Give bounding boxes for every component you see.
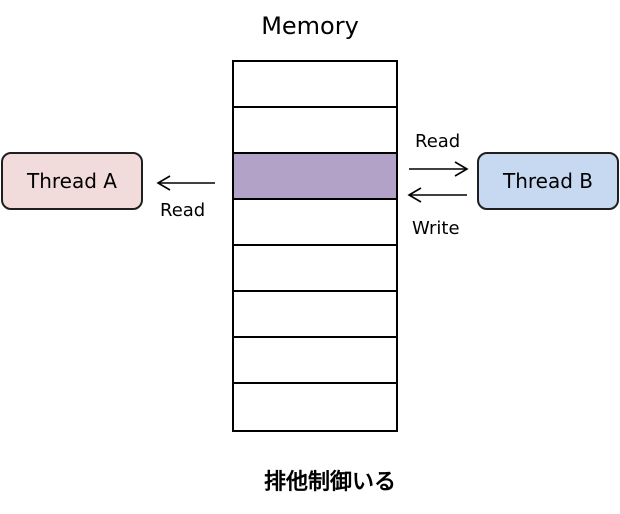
memory-block — [232, 60, 398, 432]
memory-cell — [234, 108, 396, 154]
memory-cell — [234, 338, 396, 384]
thread-b-label: Thread B — [502, 169, 593, 193]
memory-cell — [234, 62, 396, 108]
thread-a-read-label: Read — [160, 200, 206, 221]
thread-b-read-label: Read — [415, 131, 461, 152]
memory-cell-highlighted — [234, 154, 396, 200]
memory-title: Memory — [261, 12, 359, 40]
memory-cell — [234, 200, 396, 246]
memory-cell — [234, 246, 396, 292]
memory-cell — [234, 292, 396, 338]
thread-a-label: Thread A — [27, 169, 117, 193]
thread-b-box: Thread B — [477, 152, 619, 210]
caption: 排他制御いる — [263, 470, 396, 495]
thread-b-write-arrow — [407, 187, 467, 203]
memory-cell — [234, 384, 396, 430]
thread-b-write-label: Write — [412, 218, 460, 239]
thread-b-read-arrow — [409, 161, 469, 177]
thread-a-read-arrow — [156, 175, 215, 191]
thread-a-box: Thread A — [1, 152, 143, 210]
